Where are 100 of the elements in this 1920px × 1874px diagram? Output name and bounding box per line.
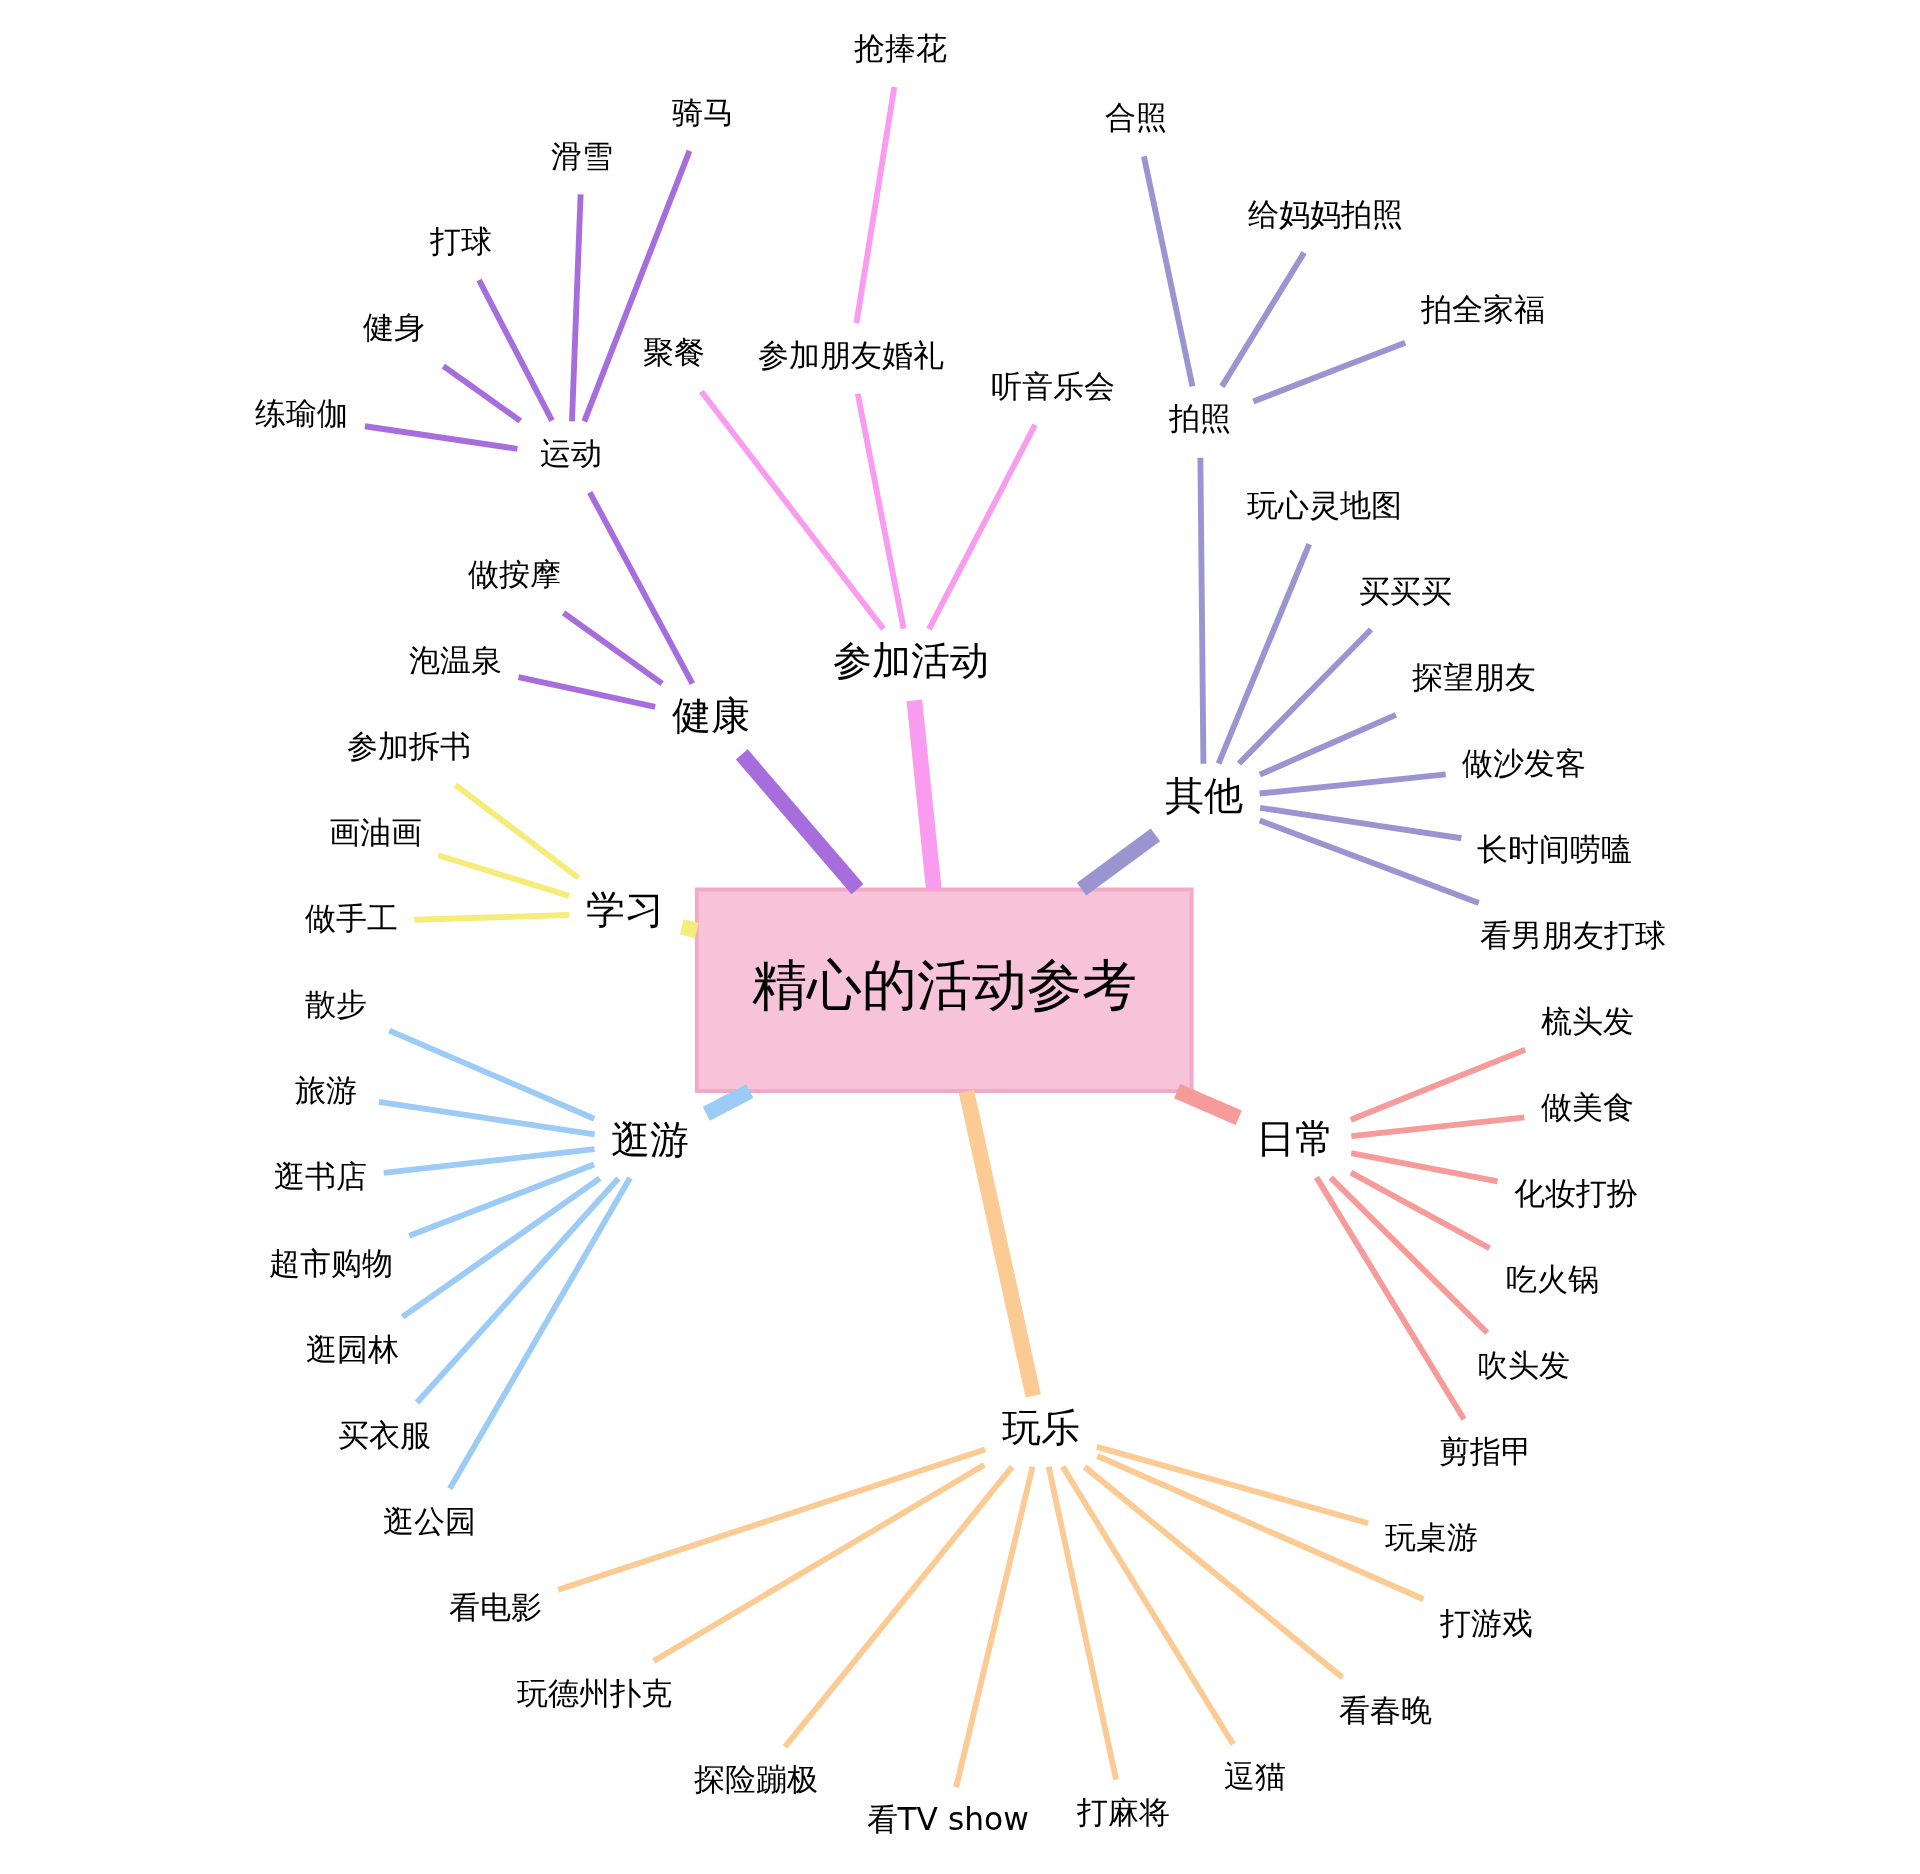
connector: [1350, 1150, 1499, 1185]
node-text: 散步: [305, 986, 368, 1023]
connector: [1313, 1175, 1467, 1421]
node-text: 玩心灵地图: [1246, 486, 1402, 523]
node-text: 参加活动: [832, 638, 989, 684]
connector: [1349, 1170, 1491, 1251]
connector: [557, 1446, 987, 1593]
node-text: 玩桌游: [1384, 1519, 1478, 1556]
node-text: 梳头发: [1541, 1002, 1635, 1039]
connector: [378, 1099, 596, 1138]
node-text: 玩乐: [1001, 1404, 1080, 1450]
connector: [388, 1027, 596, 1122]
connector: [1252, 340, 1407, 405]
node-text: 逛游: [611, 1116, 690, 1162]
node-text: 探险蹦极: [693, 1760, 818, 1797]
connector: [1076, 828, 1161, 896]
connector: [1349, 1046, 1527, 1123]
node-text: 给妈妈拍照: [1248, 195, 1404, 232]
connector: [1236, 627, 1374, 766]
connector: [1215, 543, 1312, 765]
node-text: 拍全家福: [1421, 291, 1546, 328]
connector: [702, 1084, 754, 1121]
connector: [1045, 1466, 1119, 1781]
node-text: 抢捧花: [853, 29, 947, 66]
node-text: 画油画: [328, 814, 422, 851]
connector: [1060, 1465, 1236, 1746]
node-text: 看春晚: [1339, 1691, 1433, 1728]
node-text: 逛公园: [382, 1502, 476, 1539]
node-text: 逛书店: [274, 1158, 368, 1195]
connector: [1141, 155, 1196, 387]
connector: [1197, 457, 1207, 764]
connector: [699, 389, 886, 631]
node-text: 逗猫: [1223, 1758, 1286, 1795]
connector: [853, 86, 898, 324]
node-text: 超市购物: [268, 1244, 393, 1281]
connector: [561, 610, 664, 686]
connector: [383, 1146, 595, 1176]
connector: [400, 1175, 602, 1320]
node-text: 合照: [1105, 99, 1168, 136]
node-text: 滑雪: [550, 137, 613, 174]
node-text: 逛园林: [305, 1330, 399, 1367]
node-text: 旅游: [295, 1072, 358, 1109]
node-text: 听音乐会: [991, 368, 1116, 405]
node-text: 做沙发客: [1462, 744, 1587, 781]
node-text: 做按摩: [467, 555, 561, 592]
node-text: 化妆打扮: [1514, 1175, 1639, 1212]
node-text: 做美食: [1540, 1088, 1634, 1125]
connector: [364, 423, 518, 452]
connector: [1082, 1464, 1345, 1680]
node-text: 骑马: [672, 93, 735, 130]
node-text: 剪指甲: [1439, 1433, 1533, 1470]
connector: [1096, 1453, 1425, 1602]
connector: [906, 699, 942, 890]
node-text: 参加拆书: [346, 728, 471, 765]
connector: [476, 278, 555, 423]
node-text: 练瑜伽: [254, 395, 348, 432]
node-text: 看TV show: [866, 1801, 1029, 1838]
node-text: 长时间唠嗑: [1477, 830, 1633, 867]
connector: [680, 919, 699, 939]
connector: [1258, 817, 1480, 906]
connector: [854, 393, 907, 630]
node-text: 做手工: [305, 900, 399, 937]
connector: [1219, 251, 1307, 388]
connector: [1328, 1175, 1490, 1335]
connector: [926, 423, 1038, 631]
connector: [441, 363, 523, 424]
node-text: 买衣服: [338, 1416, 432, 1453]
connector: [569, 194, 584, 422]
node-text: 学习: [586, 887, 665, 933]
node-box: 精心的活动参考: [694, 887, 1194, 1093]
connector: [1258, 712, 1398, 778]
node-text: 拍照: [1169, 400, 1232, 437]
connector: [958, 1089, 1041, 1398]
connector: [782, 1464, 1015, 1749]
node-text: 打游戏: [1440, 1605, 1534, 1642]
connector: [437, 852, 570, 899]
node-text: 日常: [1255, 1115, 1334, 1161]
node-text: 健康: [672, 692, 751, 738]
connector: [408, 1161, 596, 1239]
connector: [587, 490, 695, 685]
connector: [414, 912, 570, 923]
connector: [447, 1176, 633, 1491]
connector: [1259, 771, 1446, 797]
node-text: 参加朋友婚礼: [757, 336, 944, 373]
node-text: 打球: [429, 223, 492, 260]
node-text: 健身: [362, 309, 425, 346]
connector: [581, 149, 693, 423]
node-text: 其他: [1164, 773, 1243, 819]
connector: [453, 782, 580, 881]
connector: [1351, 1114, 1525, 1139]
connector: [735, 749, 864, 895]
node-text: 看男朋友打球: [1479, 916, 1666, 953]
connector: [1096, 1444, 1369, 1527]
connector: [1259, 804, 1462, 842]
connector: [1174, 1083, 1242, 1125]
node-text: 泡温泉: [408, 641, 502, 678]
node-text: 买买买: [1359, 572, 1453, 609]
node-text: 打麻将: [1077, 1793, 1171, 1830]
node-text: 运动: [539, 435, 602, 472]
node-text: 探望朋友: [1412, 658, 1537, 695]
